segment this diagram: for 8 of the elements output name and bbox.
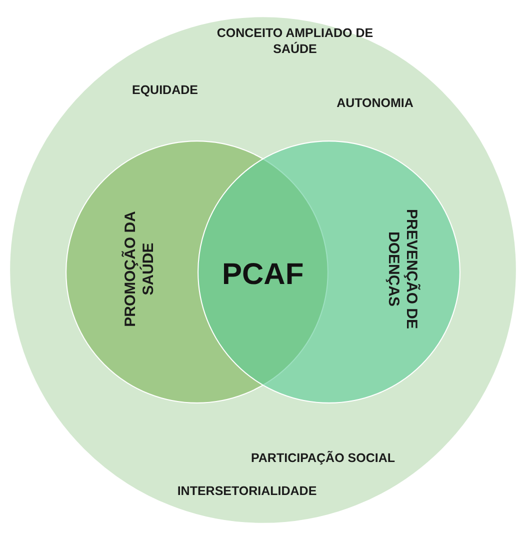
circle-label: EQUIDADE (131, 83, 199, 99)
circle-label: PREVENÇÃO DE DOENÇAS (384, 208, 420, 332)
circle-label: CONCEITO AMPLIADO DE SAÚDE (216, 26, 374, 58)
circle-label: INTERSETORIALIDADE (176, 484, 318, 500)
circle-label: AUTONOMIA (336, 96, 414, 112)
center-label: PCAF (222, 258, 304, 292)
circle-label: PROMOÇÃO DA SAÚDE (122, 210, 158, 329)
circle-label: PARTICIPAÇÃO SOCIAL (250, 451, 396, 467)
